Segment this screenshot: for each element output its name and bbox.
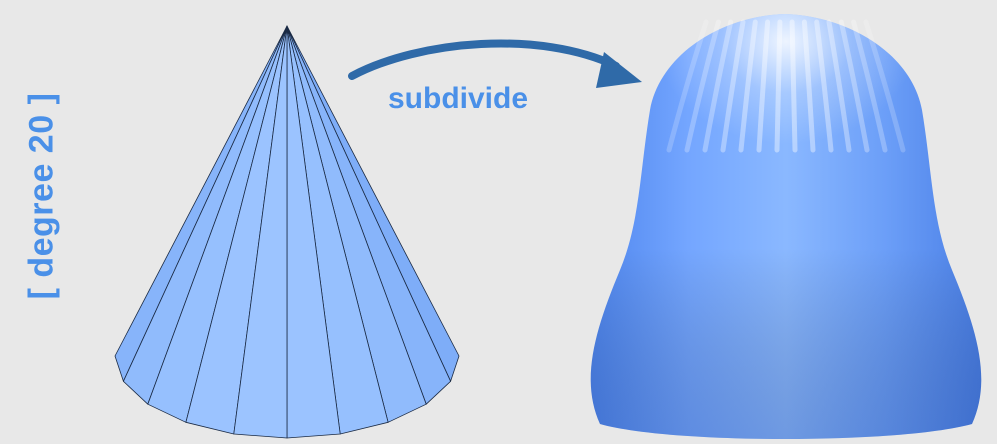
degree-label: [ degree 20 ] (22, 92, 61, 300)
surface-ridge (774, 19, 783, 153)
surface-ridge (801, 19, 816, 153)
surface-ridge (863, 19, 906, 153)
surface-ridge (684, 19, 721, 153)
surface-ridge (789, 19, 798, 153)
surface-ridge (756, 19, 771, 153)
smooth-surface (590, 14, 982, 439)
surface-ridge (720, 19, 746, 153)
faceted-cone (114, 25, 460, 439)
surface-ridges (666, 19, 906, 153)
surface-ridge (814, 19, 834, 153)
surface-ridge (851, 19, 888, 153)
cone-facet (233, 25, 288, 439)
surface-ridge (826, 19, 852, 153)
surface-ridge (738, 19, 758, 153)
surface-ridge (702, 19, 734, 153)
subdivide-label: subdivide (388, 82, 529, 115)
surface-ridge (666, 19, 709, 153)
surface-ridge (838, 19, 870, 153)
curved-arrow-icon (348, 39, 642, 88)
